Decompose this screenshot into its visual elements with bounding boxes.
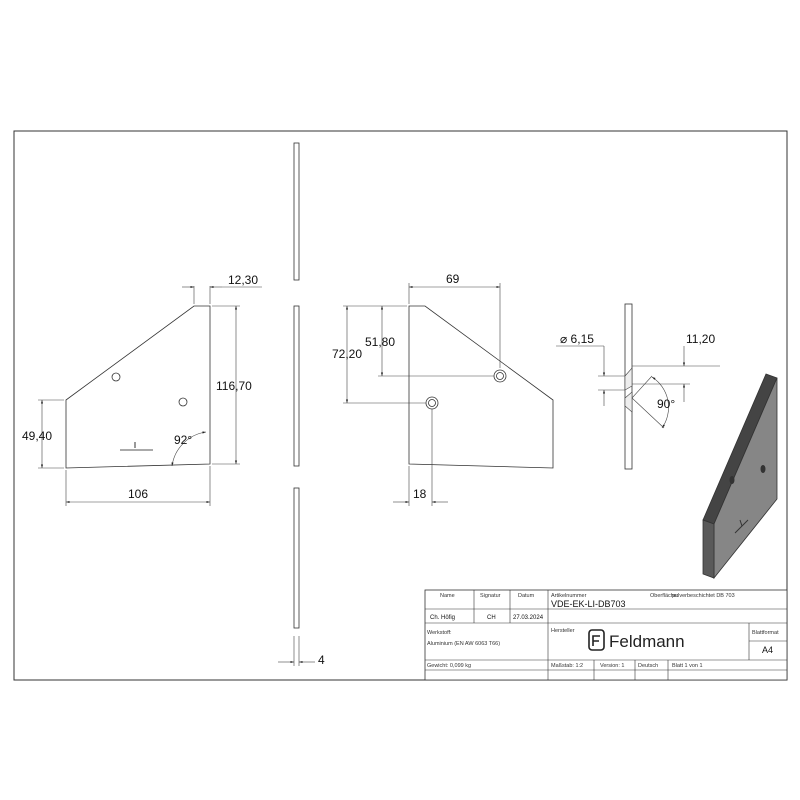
plate-outline xyxy=(65,305,211,469)
dim-thickness: 4 xyxy=(318,653,325,667)
col-signature-header: Signatur xyxy=(480,593,501,599)
dim-hole1-y: 51,80 xyxy=(365,335,395,349)
col-name-header: Name xyxy=(440,593,455,599)
sheet-format-label: Blattformat xyxy=(752,630,779,636)
mounting-hole xyxy=(729,476,735,484)
article-label: Artikelnummer xyxy=(551,593,587,599)
dim-height-right: 116,70 xyxy=(216,379,252,393)
engraved-logo xyxy=(120,442,153,451)
language-label: Deutsch xyxy=(638,663,658,669)
dim-hole2-y: 72,20 xyxy=(332,347,362,361)
title-block: Name Signatur Datum Ch. Höfig CH 27.03.2… xyxy=(424,589,788,681)
feldmann-logo-icon xyxy=(588,629,605,651)
mounting-hole xyxy=(111,372,121,382)
dim-hole-diameter: ⌀ 6,15 xyxy=(560,332,594,346)
article-number: VDE-EK-LI-DB703 xyxy=(551,599,626,609)
dim-angle-92: 92° xyxy=(174,433,192,447)
surface-value: pulverbeschichtet DB 703 xyxy=(672,593,735,599)
dim-hole2-x: 18 xyxy=(413,487,427,501)
drawing-frame xyxy=(13,130,788,681)
mounting-hole xyxy=(428,399,436,407)
dim-hole-offset-x: 69 xyxy=(446,272,460,286)
dim-countersink: 11,20 xyxy=(686,332,715,346)
dim-top-width: 12,30 xyxy=(228,273,258,287)
dim-angle-90: 90° xyxy=(657,397,675,411)
mounting-hole xyxy=(178,397,188,407)
surface-label: Oberfläche: xyxy=(650,593,679,599)
section-view: ⌀ 6,15 11,20 90° xyxy=(556,303,720,470)
version-label: Version: 1 xyxy=(600,663,624,669)
weight-label: Gewicht: 0,099 kg xyxy=(427,663,471,669)
scale-label: Maßstab: 1:2 xyxy=(551,663,583,669)
material-value: Aluminium (EN AW 6063 T66) xyxy=(427,641,500,647)
drawing-date: 27.03.2024 xyxy=(513,615,544,621)
mounting-hole xyxy=(496,372,504,380)
brand-name: Feldmann xyxy=(609,632,685,651)
sheet-label: Blatt 1 von 1 xyxy=(672,663,703,669)
dim-height-left: 49,40 xyxy=(22,429,52,443)
author-name: Ch. Höfig xyxy=(430,615,455,621)
side-view: 4 xyxy=(278,142,325,667)
author-signature: CH xyxy=(487,615,496,621)
dim-bottom-width: 106 xyxy=(128,487,148,501)
material-label: Werkstoff: xyxy=(427,630,452,636)
manufacturer-label: Hersteller xyxy=(551,628,575,634)
mounting-hole xyxy=(760,465,766,473)
isometric-view xyxy=(702,373,778,580)
col-date-header: Datum xyxy=(518,593,535,599)
plate-outline xyxy=(408,305,554,469)
sheet-format-value: A4 xyxy=(762,645,773,655)
front-view-right: 69 51,80 72,20 18 xyxy=(332,272,554,506)
front-view-left: 12,30 116,70 49,40 106 92° xyxy=(22,273,262,506)
